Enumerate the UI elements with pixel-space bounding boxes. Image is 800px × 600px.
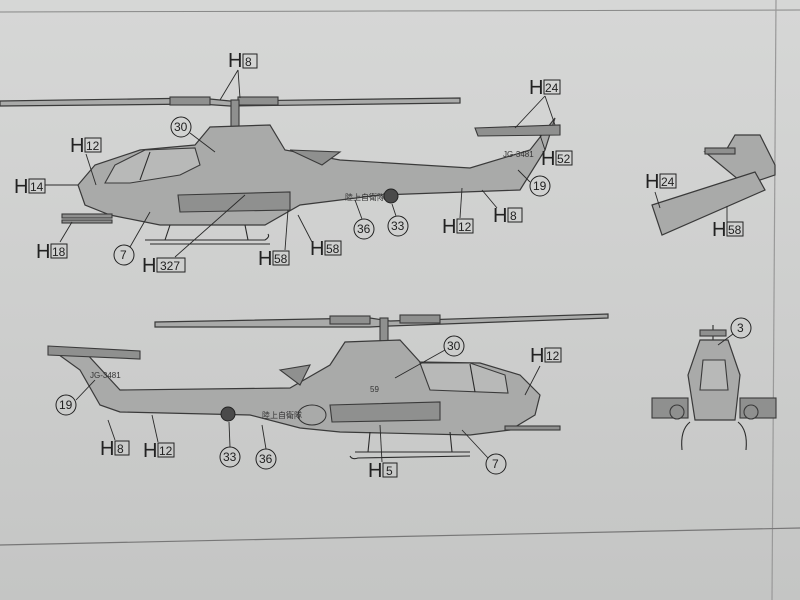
canopy xyxy=(104,147,201,184)
decal-30-top: 30 xyxy=(174,120,188,134)
decal-h58-side-b: 58 xyxy=(326,242,340,256)
front-skids xyxy=(681,421,747,451)
decal-33-bottom: 33 xyxy=(223,450,237,464)
svg-text:H: H xyxy=(36,241,50,263)
bottom-callouts: 30 H 12 19 H 8 H 12 33 36 H 5 7 xyxy=(55,335,562,482)
svg-text:H: H xyxy=(143,440,157,462)
roundel-marking xyxy=(383,188,399,204)
decal-h24-fin: 24 xyxy=(545,81,559,95)
tail-code-marking-2: JG-3481 xyxy=(90,371,121,380)
decal-h24-detail: 24 xyxy=(661,175,675,189)
helicopter-front-view: 3 xyxy=(651,317,777,451)
engine-exhaust-2 xyxy=(278,364,311,386)
nose-gun-2 xyxy=(504,425,561,431)
side-number-oval xyxy=(297,404,327,426)
decal-h12-tail-2: 12 xyxy=(159,444,173,458)
engine-exhaust xyxy=(289,149,342,166)
stub-wing-pods-2 xyxy=(329,401,441,423)
decal-h18-gun: 18 xyxy=(52,245,66,259)
decal-7-top: 7 xyxy=(120,248,127,262)
decal-h12-tail: 12 xyxy=(458,220,472,234)
canopy-2 xyxy=(419,362,509,394)
helicopter-right-side-view: 陸上自衛隊 JG-3481 59 xyxy=(47,313,609,460)
front-pod-right-round xyxy=(743,404,759,420)
stub-wing-pods xyxy=(177,191,291,213)
front-rotor-head xyxy=(699,329,727,337)
svg-text:H: H xyxy=(310,238,324,260)
decal-h5-skid: 5 xyxy=(386,464,393,478)
decal-h8-tail: 8 xyxy=(510,209,517,223)
decal-h327-wire: 327 xyxy=(160,259,180,273)
kanji-marking: 陸上自衛隊 xyxy=(345,192,385,202)
decal-h8-tail-2: 8 xyxy=(117,442,124,456)
front-pod-left-round xyxy=(669,404,685,420)
rotor-grip-right xyxy=(237,96,279,106)
svg-text:H: H xyxy=(258,248,272,270)
canopy-frame xyxy=(139,151,151,181)
decal-19-top: 19 xyxy=(533,179,547,193)
top-callouts: H 8 H 12 H 14 H 18 H 327 H 24 H 52 H 8 H xyxy=(14,50,573,277)
svg-text:H: H xyxy=(645,171,659,193)
decal-7-bottom: 7 xyxy=(492,457,499,471)
svg-text:H: H xyxy=(493,205,507,227)
decal-h14-tip: 14 xyxy=(30,180,44,194)
rotor-mast xyxy=(230,99,240,129)
helicopter-left-side-view: 陸上自衛隊 JG-3481 xyxy=(0,96,561,245)
svg-text:H: H xyxy=(70,135,84,157)
svg-text:H: H xyxy=(14,176,28,198)
sheet-right-rule xyxy=(771,0,777,600)
svg-text:H: H xyxy=(529,77,543,99)
tail-stabilizer xyxy=(474,124,561,137)
decal-h58-detail: 58 xyxy=(728,223,742,237)
svg-text:H: H xyxy=(142,255,156,277)
sheet-top-rule xyxy=(0,9,800,13)
svg-text:H: H xyxy=(712,219,726,241)
decal-h12-nose-2: 12 xyxy=(546,349,560,363)
rotor-grip-left xyxy=(169,96,211,106)
decal-36-top: 36 xyxy=(357,222,371,236)
detail-gun xyxy=(704,147,736,155)
decal-19-bottom: 19 xyxy=(59,398,73,412)
decal-36-bottom: 36 xyxy=(259,452,273,466)
decal-h8-roof: 8 xyxy=(245,55,252,69)
decal-h52-plane: 52 xyxy=(557,152,571,166)
svg-text:H: H xyxy=(442,216,456,238)
decal-3-front: 3 xyxy=(737,321,744,335)
svg-text:H: H xyxy=(368,460,382,482)
kanji-marking-2: 陸上自衛隊 xyxy=(262,410,302,420)
tail-detail-view: H 24 H 58 xyxy=(645,134,776,241)
tail-code-marking: JG-3481 xyxy=(503,150,534,159)
nose-gun xyxy=(61,213,113,219)
nose-gun-lower xyxy=(61,219,113,224)
svg-text:H: H xyxy=(100,438,114,460)
main-rotor-blade xyxy=(0,97,461,107)
rotor-grip-b xyxy=(399,314,441,324)
landing-skid-2 xyxy=(355,431,470,453)
decal-33-top: 33 xyxy=(391,219,405,233)
landing-skid xyxy=(145,224,270,241)
landing-skid-2-lower xyxy=(349,455,471,460)
tail-stabilizer-2 xyxy=(47,345,141,360)
decal-h58-side-a: 58 xyxy=(274,252,288,266)
detail-tail-plane xyxy=(651,171,766,236)
decal-h12-nose: 12 xyxy=(86,139,100,153)
roundel-marking-2 xyxy=(220,406,236,422)
side-number-marking: 59 xyxy=(370,385,379,394)
svg-text:H: H xyxy=(541,148,555,170)
front-canopy xyxy=(699,359,729,391)
svg-text:H: H xyxy=(530,345,544,367)
canopy-frame-2 xyxy=(469,363,476,393)
decal-30-bottom: 30 xyxy=(447,339,461,353)
sheet-bottom-rule xyxy=(0,527,800,546)
svg-text:H: H xyxy=(228,50,242,72)
rotor-grip-a xyxy=(329,315,371,325)
